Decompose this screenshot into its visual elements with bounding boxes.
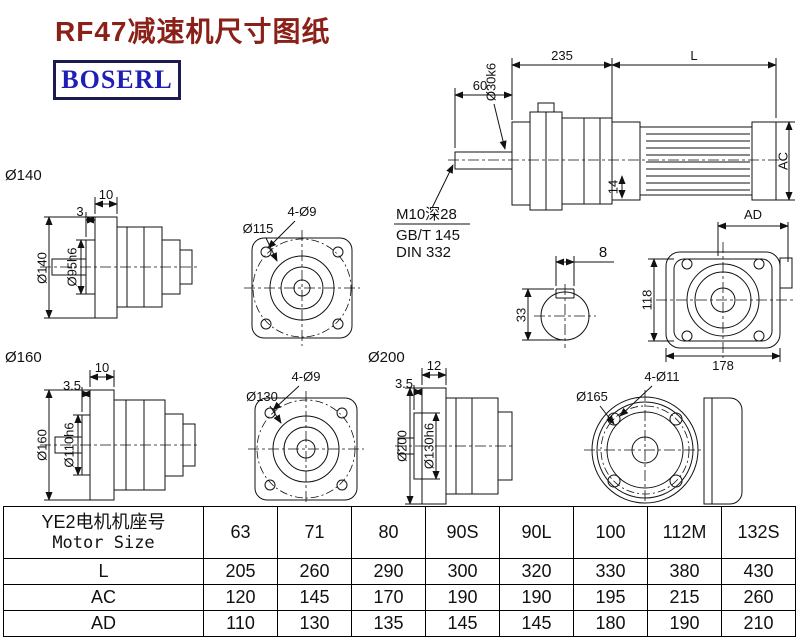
row-label: AC xyxy=(3,584,204,611)
value-cell: 170 xyxy=(351,584,426,611)
value-cell: 145 xyxy=(277,584,352,611)
value-cell: 180 xyxy=(573,610,648,637)
dim-118: 118 xyxy=(639,290,654,311)
flange-115-front-view: 4-Ø9 Ø115 xyxy=(243,204,360,346)
dim-60: 60 xyxy=(473,78,487,93)
dim-shaft-diameter: Ø30k6 xyxy=(483,63,498,101)
value-cell: 210 xyxy=(721,610,796,637)
dim-140-diameter: Ø140 xyxy=(34,252,49,284)
row-label: AD xyxy=(3,610,204,637)
dim-4xd9-bottom: 4-Ø9 xyxy=(292,369,321,384)
value-cell: 190 xyxy=(425,584,500,611)
size-cell: 90L xyxy=(499,506,574,559)
note-gbt: GB/T 145 xyxy=(396,227,460,244)
value-cell: 430 xyxy=(721,558,796,585)
size-cell: 100 xyxy=(573,506,648,559)
value-cell: 190 xyxy=(647,610,722,637)
value-cell: 290 xyxy=(351,558,426,585)
note-m10: M10深28 xyxy=(396,206,457,223)
table-row-header: YE2电机机座号 Motor Size 63 71 80 90S 90L 100… xyxy=(3,506,796,559)
value-cell: 300 xyxy=(425,558,500,585)
dim-L: L xyxy=(690,48,697,63)
value-cell: 260 xyxy=(277,558,352,585)
dim-14: 14 xyxy=(605,180,620,194)
dim-160-10: 10 xyxy=(95,360,109,375)
size-cell: 71 xyxy=(277,506,352,559)
note-din: DIN 332 xyxy=(396,244,451,261)
value-cell: 260 xyxy=(721,584,796,611)
flange-160-side-view: Ø160 10 3.5 Ø160 xyxy=(5,349,200,501)
motor-size-table: YE2电机机座号 Motor Size 63 71 80 90S 90L 100… xyxy=(3,506,796,637)
size-cell: 63 xyxy=(203,506,278,559)
value-cell: 320 xyxy=(499,558,574,585)
dim-d130: Ø130 xyxy=(246,389,278,404)
dim-160-35: 3.5 xyxy=(63,378,81,393)
dim-160-diameter: Ø160 xyxy=(34,429,49,461)
dim-235: 235 xyxy=(551,48,573,63)
value-cell: 110 xyxy=(203,610,278,637)
dim-key-8: 8 xyxy=(599,244,607,261)
row-label: L xyxy=(3,558,204,585)
dim-AC: AC xyxy=(775,152,790,170)
shaft-keyway-view: 8 33 xyxy=(513,244,614,348)
value-cell: 145 xyxy=(499,610,574,637)
value-cell: 145 xyxy=(425,610,500,637)
value-cell: 130 xyxy=(277,610,352,637)
table-row-AD: AD 110 130 135 145 145 180 190 210 xyxy=(3,610,796,637)
tapped-hole-note: M10深28 GB/T 145 DIN 332 xyxy=(394,206,470,261)
dim-95h6: Ø95h6 xyxy=(64,247,79,286)
table-row-L: L 205 260 290 300 320 330 380 430 xyxy=(3,558,796,585)
value-cell: 380 xyxy=(647,558,722,585)
dim-110h6: Ø110h6 xyxy=(61,422,76,467)
dim-4xd9-top: 4-Ø9 xyxy=(288,204,317,219)
flange-200-side-view: Ø200 12 3.5 Ø200 xyxy=(368,349,513,505)
boserl-logo: BOSERL xyxy=(53,60,181,100)
view-200-label: Ø200 xyxy=(368,349,405,366)
dim-200-12: 12 xyxy=(427,358,441,373)
table-row-AC: AC 120 145 170 190 190 195 215 260 xyxy=(3,584,796,611)
value-cell: 205 xyxy=(203,558,278,585)
motor-end-view: AD 118 178 xyxy=(639,207,795,373)
header-label-en: Motor Size xyxy=(52,533,155,554)
value-cell: 120 xyxy=(203,584,278,611)
dim-178: 178 xyxy=(712,358,734,373)
main-gearmotor-view: 235 L 60 Ø30k6 14 AC xyxy=(431,48,795,211)
dim-130h6: Ø130h6 xyxy=(421,423,436,469)
dim-140-3: 3 xyxy=(76,204,83,219)
view-140-label: Ø140 xyxy=(5,167,42,184)
dim-AD: AD xyxy=(744,207,762,222)
view-160-label: Ø160 xyxy=(5,349,42,366)
dim-4xd11: 4-Ø11 xyxy=(644,369,679,384)
value-cell: 135 xyxy=(351,610,426,637)
size-cell: 112M xyxy=(647,506,722,559)
size-cell: 132S xyxy=(721,506,796,559)
value-cell: 215 xyxy=(647,584,722,611)
page-title: RF47减速机尺寸图纸 xyxy=(55,16,331,47)
size-cell: 80 xyxy=(351,506,426,559)
dim-140-10: 10 xyxy=(99,187,113,202)
dim-d115: Ø115 xyxy=(243,221,274,236)
flange-130-front-view: 4-Ø9 Ø130 xyxy=(246,369,364,503)
dim-200-diameter: Ø200 xyxy=(394,430,409,462)
dim-33: 33 xyxy=(513,308,528,322)
dim-d165: Ø165 xyxy=(576,389,608,404)
header-label-cell: YE2电机机座号 Motor Size xyxy=(3,506,204,559)
value-cell: 190 xyxy=(499,584,574,611)
motor-fins xyxy=(646,133,750,191)
size-cell: 90S xyxy=(425,506,500,559)
value-cell: 330 xyxy=(573,558,648,585)
header-label-cn: YE2电机机座号 xyxy=(41,511,166,532)
value-cell: 195 xyxy=(573,584,648,611)
technical-drawing: 235 L 60 Ø30k6 14 AC M10深28 GB/T 145 D xyxy=(5,48,795,505)
flange-140-side-view: Ø140 10 3 Ø140 xyxy=(5,167,198,319)
flange-165-front-view: 4-Ø11 Ø165 xyxy=(576,369,743,505)
